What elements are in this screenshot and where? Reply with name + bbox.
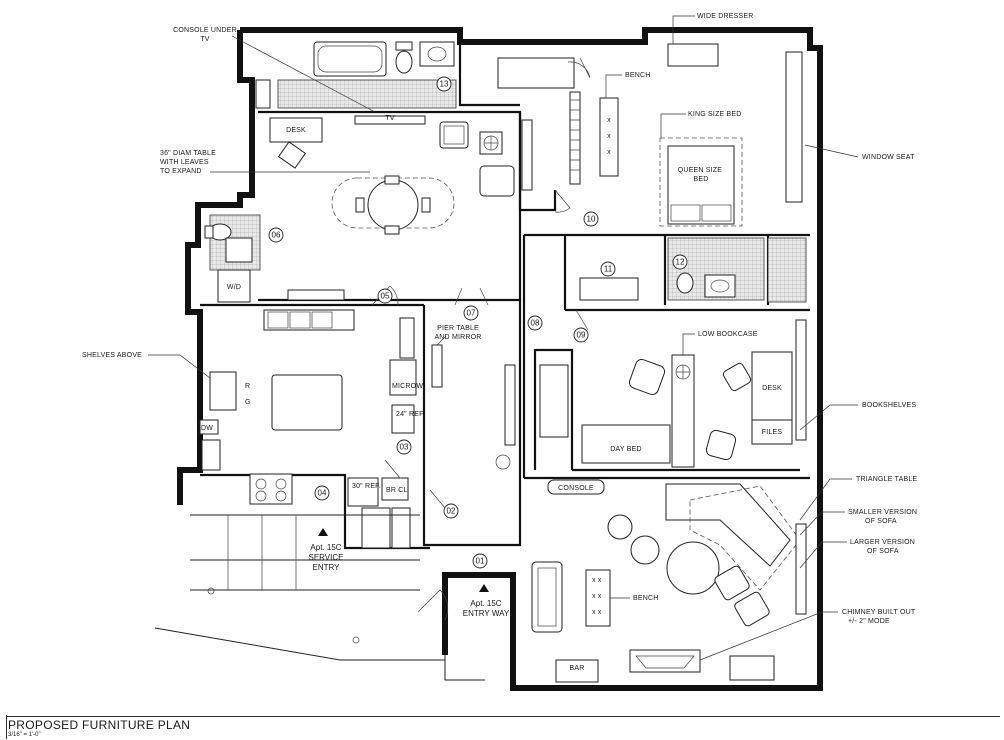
bench-living-label: BENCH <box>633 595 659 602</box>
range-g-label: G <box>245 399 251 406</box>
microw-label: MICROW <box>392 383 423 390</box>
svg-text:x x: x x <box>592 593 602 600</box>
tag-08: 08 <box>527 315 543 331</box>
tag-10: 10 <box>583 211 599 227</box>
wide-dresser-label: WIDE DRESSER <box>697 13 753 20</box>
svg-text:x: x <box>607 149 611 156</box>
svg-text:10: 10 <box>587 215 596 224</box>
tag-07: 07 <box>463 305 479 321</box>
svg-text:03: 03 <box>400 443 409 452</box>
tag-01: 01 <box>472 553 488 569</box>
title-block-divider <box>6 715 7 739</box>
ref30-label: 30" REF. <box>352 483 381 490</box>
svg-text:11: 11 <box>604 265 613 274</box>
svg-text:x x: x x <box>592 577 602 584</box>
triangle-table-label: TRIANGLE TABLE <box>856 476 917 483</box>
kitchen: R G DW MICROW 24" REF. <box>199 309 425 505</box>
svg-text:x: x <box>607 117 611 124</box>
svg-text:12: 12 <box>676 258 685 267</box>
svg-text:07: 07 <box>467 309 476 318</box>
tag-04: 04 <box>314 485 330 501</box>
title-block: PROPOSED FURNITURE PLAN 3/16" = 1'-0" <box>6 715 1000 740</box>
window-seat-label: WINDOW SEAT <box>862 154 915 161</box>
study-room: DAY BED DESK FILES <box>539 319 807 468</box>
svg-text:05: 05 <box>381 292 390 301</box>
svg-text:09: 09 <box>577 331 586 340</box>
tag-02: 02 <box>443 503 459 519</box>
tag-13: 13 <box>436 76 452 92</box>
master-bedroom: x x x QUEEN SIZE BED <box>497 43 803 227</box>
svg-text:06: 06 <box>272 231 281 240</box>
living-room: CONSOLE x x x x x x BAR <box>531 479 807 683</box>
shelves-above-label: SHELVES ABOVE <box>82 352 142 359</box>
bench-top-label: BENCH <box>625 72 651 79</box>
range-r-label: R <box>245 383 250 390</box>
console-label: CONSOLE <box>558 485 594 492</box>
desk-label: DESK <box>286 127 306 134</box>
tag-09: 09 <box>573 327 589 343</box>
chimney-label: CHIMNEY BUILT OUT+/- 2" MODE <box>842 609 916 625</box>
svg-text:x x: x x <box>592 609 602 616</box>
queen-bed-label: QUEEN SIZE BED <box>678 167 725 183</box>
bathroom-12 <box>579 237 807 303</box>
svg-text:x: x <box>607 133 611 140</box>
day-bed-label: DAY BED <box>610 446 642 453</box>
low-bookcase-label: LOW BOOKCASE <box>698 331 758 338</box>
files-label: FILES <box>762 429 783 436</box>
svg-text:13: 13 <box>440 80 449 89</box>
desk-right-label: DESK <box>762 385 782 392</box>
tag-06: 06 <box>268 227 284 243</box>
wd-label: W/D <box>227 284 241 291</box>
br-cl-label: BR CL <box>386 487 408 494</box>
bar-label: BAR <box>570 665 585 672</box>
ref24-label: 24" REF. <box>396 411 425 418</box>
service-entry: 30" REF. BR CL <box>154 477 485 681</box>
bookshelves-label: BOOKSHELVES <box>862 402 916 409</box>
tag-12: 12 <box>672 254 688 270</box>
dining-room: DESK TV <box>269 115 515 301</box>
tag-11: 11 <box>600 261 616 277</box>
svg-text:02: 02 <box>447 507 456 516</box>
tag-03: 03 <box>396 439 412 455</box>
tv-label: TV <box>385 115 394 122</box>
tag-05: 05 <box>377 288 393 304</box>
bathroom-13 <box>255 41 457 109</box>
entry-hall <box>431 344 516 592</box>
dw-label: DW <box>201 425 213 432</box>
room-tags: 01 02 03 04 05 06 07 08 09 10 11 12 13 <box>268 76 688 569</box>
plan-title: PROPOSED FURNITURE PLAN <box>8 718 191 732</box>
laundry-wc: W/D <box>204 214 261 303</box>
svg-text:01: 01 <box>476 557 485 566</box>
svg-text:08: 08 <box>531 319 540 328</box>
king-bed-label: KING SIZE BED <box>688 111 742 118</box>
svg-text:04: 04 <box>318 489 327 498</box>
plan-scale: 3/16" = 1'-0" <box>8 732 41 738</box>
